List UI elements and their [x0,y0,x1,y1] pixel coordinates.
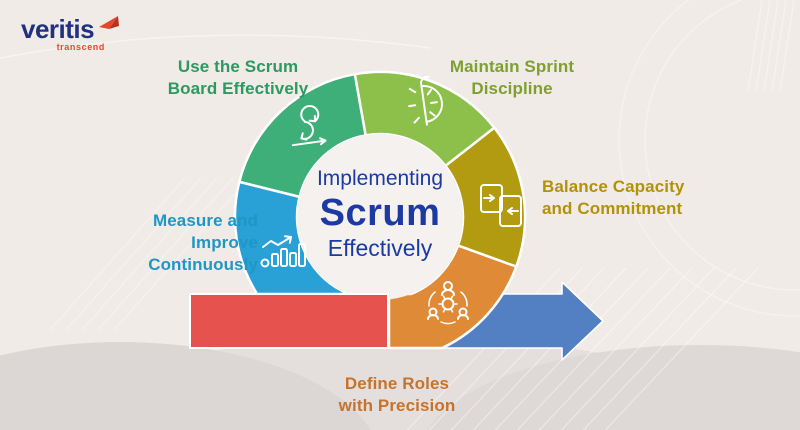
label-line: Use the Scrum [177,57,299,76]
swap-cards-icon [480,184,522,227]
sprint-timer-icon [408,75,443,126]
label-line: and Commitment [542,199,683,218]
label-use-scrum-board: Use the Scrum Board Effectively [126,56,350,100]
veritis-logo: veritis transcend [21,14,121,52]
center-circle [297,134,463,300]
bar-chart-icon [260,235,306,268]
logo-arrow-icon [99,16,119,29]
title-line-scrum: Scrum [319,192,441,234]
label-line: Board Effectively [167,79,309,98]
label-line: Define Roles [344,374,450,393]
title-line-implementing: Implementing [316,167,444,190]
flow-arrow-tail [189,293,389,349]
label-define-roles-precision: Define Roles with Precision [287,373,507,417]
label-line: Continuously [148,255,258,274]
logo-tagline-text: transcend [56,42,105,52]
label-line: Balance Capacity [542,177,685,196]
diagram-title: Implementing Scrum Effectively [280,166,480,262]
title-line-effectively: Effectively [327,235,433,261]
label-line: with Precision [338,396,456,415]
label-line: Discipline [471,79,553,98]
logo-brand-text: veritis [21,14,95,44]
label-balance-capacity-commitment: Balance Capacity and Commitment [542,176,752,220]
label-line: Improve [191,233,258,252]
sprint-loop-icon [291,105,327,147]
label-line: Measure and [152,211,258,230]
label-line: Maintain Sprint [449,57,575,76]
label-maintain-sprint-discipline: Maintain Sprint Discipline [402,56,622,100]
team-gear-icon [427,281,469,325]
label-measure-improve-continuously: Measure and Improve Continuously [98,210,258,276]
